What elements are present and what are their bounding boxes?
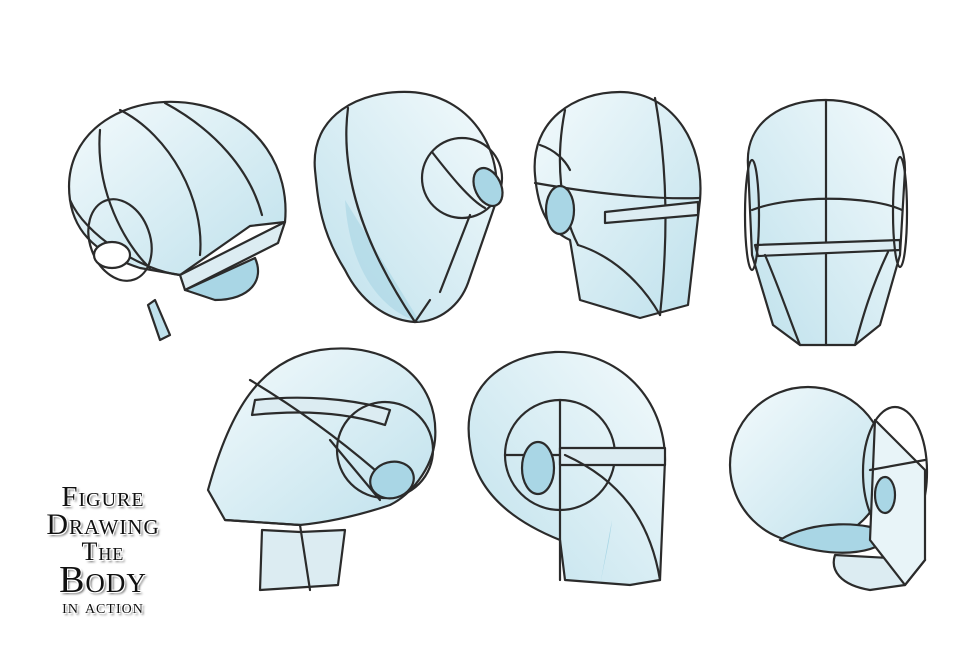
head-down-view [728, 385, 929, 592]
head-front-view [743, 98, 909, 347]
logo-line-in-action: in action [62, 596, 144, 618]
logo-line-body: Body [59, 559, 147, 601]
head-back-three-quarter [313, 90, 504, 324]
logo-line-the: The [81, 537, 125, 566]
head-side-profile-left [467, 350, 667, 587]
head-upturned-left [206, 347, 437, 592]
logo-line-drawing: Drawing [46, 508, 160, 541]
book-logo: Figure Drawing The Body in action [18, 481, 188, 619]
logo-line-figure: Figure [61, 481, 145, 513]
head-three-quarter-top-left [67, 100, 287, 342]
head-side-profile-right [533, 90, 702, 320]
